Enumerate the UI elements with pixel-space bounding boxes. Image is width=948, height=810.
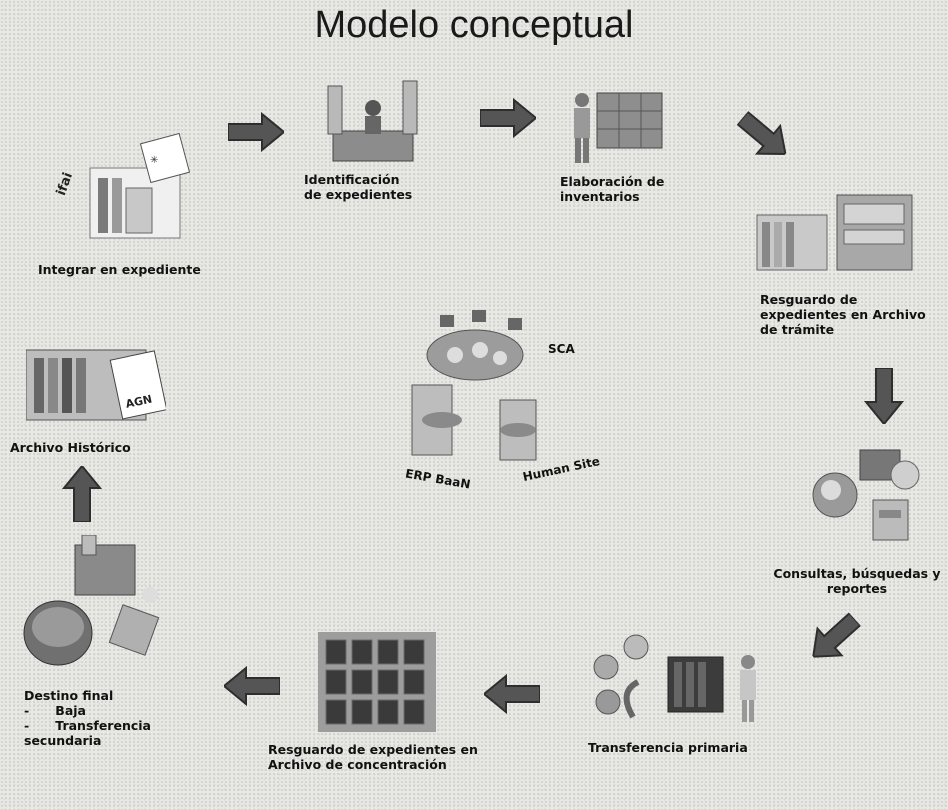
consultas-illustration xyxy=(795,440,940,550)
arrow-up-icon xyxy=(62,466,102,522)
page-title: Modelo conceptual xyxy=(314,4,634,46)
svg-text:✳: ✳ xyxy=(150,155,158,166)
destino-final-list: - Baja - Transferencia xyxy=(24,703,151,733)
sca-label: SCA xyxy=(548,342,575,356)
integrar-label: Integrar en expediente xyxy=(38,262,201,277)
resguardo-concentracion-label: Resguardo de expedientes en Archivo de c… xyxy=(268,742,478,772)
transferencia-primaria-illustration xyxy=(578,622,778,730)
destino-item-transferencia: - Transferencia xyxy=(24,718,151,733)
identificacion-label: Identificación de expedientes xyxy=(304,172,413,202)
resguardo-concentracion-illustration xyxy=(318,632,436,732)
arrow-left-2-icon xyxy=(224,666,280,706)
agn-logo-text: AGN xyxy=(124,393,153,411)
transferencia-primaria-label: Transferencia primaria xyxy=(588,740,748,755)
consultas-label: Consultas, búsquedas y reportes xyxy=(773,566,941,596)
sca-illustration xyxy=(400,310,550,470)
destino-final-label: Destino final - Baja - Transferencia sec… xyxy=(24,688,151,748)
elaboracion-label: Elaboración de inventarios xyxy=(560,174,665,204)
destino-final-illustration xyxy=(20,534,180,675)
arrow-right-1-icon xyxy=(228,112,284,152)
archivo-historico-label: Archivo Histórico xyxy=(10,440,131,455)
erp-label: ERP BaaN xyxy=(404,466,472,492)
arrow-right-2-icon xyxy=(480,98,536,138)
arrow-diagonal-down-left-icon xyxy=(812,611,862,658)
archivo-historico-illustration: AGN xyxy=(25,330,168,430)
resguardo-tramite-label: Resguardo de expedientes en Archivo de t… xyxy=(760,292,926,337)
identificacion-illustration xyxy=(318,76,428,171)
integrar-illustration: ✳ ifai xyxy=(50,118,200,248)
arrow-diagonal-down-right-icon xyxy=(735,110,787,156)
destino-item-baja: - Baja xyxy=(24,703,86,718)
arrow-left-1-icon xyxy=(484,674,540,714)
arrow-down-icon xyxy=(864,368,904,424)
resguardo-tramite-illustration xyxy=(752,190,922,280)
elaboracion-illustration xyxy=(562,78,672,168)
ifai-logo-text: ifai xyxy=(54,171,76,198)
